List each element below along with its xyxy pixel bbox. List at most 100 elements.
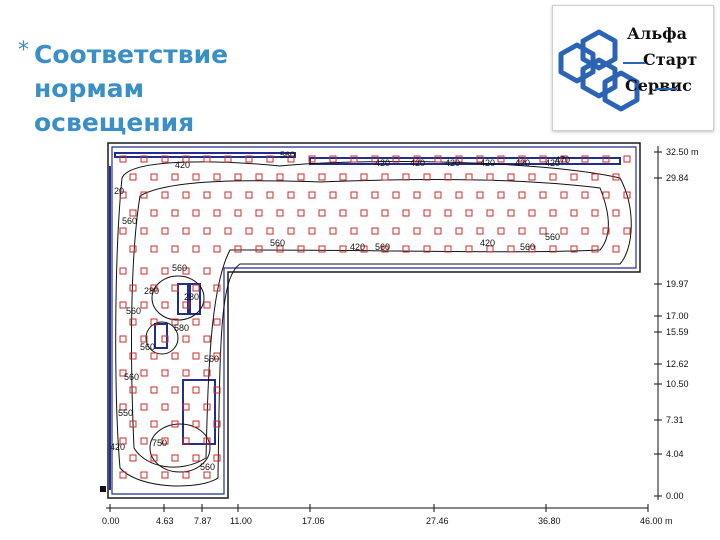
luminaire xyxy=(434,191,442,199)
contour-ring-3 xyxy=(149,423,211,473)
right-scale-label: 7.31 xyxy=(666,415,684,425)
contour-outer xyxy=(115,161,632,487)
luminaire xyxy=(539,227,547,235)
luminaire xyxy=(549,173,557,181)
luminaire xyxy=(171,318,179,326)
luminaire xyxy=(329,155,337,163)
contour-label: 420 xyxy=(410,158,425,168)
luminaire xyxy=(255,173,263,181)
luminaire xyxy=(182,191,190,199)
contour-label: 560 xyxy=(545,232,560,242)
luminaire xyxy=(150,352,158,360)
luminaire xyxy=(497,227,505,235)
bottom-scale-label: 0.00 xyxy=(102,516,120,526)
luminaire xyxy=(171,173,179,181)
luminaire xyxy=(192,386,200,394)
bullet-star: * xyxy=(18,38,29,63)
luminaire xyxy=(591,245,599,253)
luminaire xyxy=(192,318,200,326)
luminaire xyxy=(497,191,505,199)
bottom-scale-label: 7.87 xyxy=(194,516,212,526)
luminaire xyxy=(213,284,221,292)
luminaire xyxy=(140,369,148,377)
luminaire xyxy=(150,318,158,326)
luminaire xyxy=(297,245,305,253)
fixture-small-1 xyxy=(177,283,189,315)
luminaire xyxy=(507,245,515,253)
luminaire xyxy=(213,386,221,394)
title-line-1: Соответствие xyxy=(34,40,229,69)
luminaire xyxy=(171,284,179,292)
luminaire xyxy=(224,155,232,163)
luminaire xyxy=(444,173,452,181)
contour-label: 420 xyxy=(350,242,365,252)
luminaire xyxy=(161,227,169,235)
luminaire xyxy=(549,245,557,253)
luminaire xyxy=(518,227,526,235)
luminaire xyxy=(360,245,368,253)
luminaire xyxy=(161,191,169,199)
luminaire xyxy=(129,284,137,292)
contour-label: 560 xyxy=(270,238,285,248)
luminaire xyxy=(150,284,158,292)
luminaire xyxy=(161,437,169,445)
luminaire xyxy=(161,267,169,275)
luminaire xyxy=(402,245,410,253)
luminaire xyxy=(465,173,473,181)
bottom-scale-label: 27.46 xyxy=(426,516,449,526)
luminaire xyxy=(203,437,211,445)
luminaire xyxy=(371,227,379,235)
right-scale-label: 32.50 m xyxy=(666,147,699,157)
luminaire xyxy=(203,191,211,199)
luminaire xyxy=(119,403,127,411)
luminaire xyxy=(591,209,599,217)
contour-label: 420 xyxy=(515,158,530,168)
luminaire xyxy=(287,191,295,199)
contour-label: 420 xyxy=(480,238,495,248)
luminaire xyxy=(381,245,389,253)
luminaire xyxy=(213,173,221,181)
luminaire xyxy=(234,209,242,217)
luminaire xyxy=(591,173,599,181)
luminaire xyxy=(392,227,400,235)
luminaire xyxy=(602,227,610,235)
bottom-scale-label: 17.06 xyxy=(302,516,325,526)
luminaire xyxy=(234,173,242,181)
luminaire xyxy=(213,420,221,428)
luminaire xyxy=(476,227,484,235)
luminaire xyxy=(518,191,526,199)
luminaire xyxy=(119,191,127,199)
luminaire xyxy=(623,155,631,163)
luminaire xyxy=(213,352,221,360)
luminaire xyxy=(140,227,148,235)
luminaire xyxy=(224,227,232,235)
luminaire xyxy=(182,437,190,445)
luminaire xyxy=(161,403,169,411)
luminaire xyxy=(150,420,158,428)
luminaire xyxy=(129,318,137,326)
luminaire xyxy=(612,245,620,253)
luminaire xyxy=(192,245,200,253)
luminaire xyxy=(171,454,179,462)
luminaire xyxy=(371,191,379,199)
contour-label: 20 xyxy=(114,186,124,196)
luminaire xyxy=(444,245,452,253)
luminaire xyxy=(623,191,631,199)
right-scale-label: 29.84 xyxy=(666,173,689,183)
luminaire xyxy=(434,155,442,163)
contour-label: 580 xyxy=(174,323,189,333)
luminaire xyxy=(203,155,211,163)
luminaire xyxy=(213,245,221,253)
luminaire xyxy=(182,403,190,411)
contour-label: 560 xyxy=(172,263,187,273)
luminaire xyxy=(150,245,158,253)
contour-label: 420 xyxy=(175,160,190,170)
hexagon-logo-icon xyxy=(558,29,640,112)
luminaire xyxy=(171,245,179,253)
luminaire xyxy=(129,352,137,360)
contour-label: 560 xyxy=(200,462,215,472)
luminaire xyxy=(140,301,148,309)
logo-line-3: Сервис xyxy=(625,76,692,95)
luminaire xyxy=(381,209,389,217)
